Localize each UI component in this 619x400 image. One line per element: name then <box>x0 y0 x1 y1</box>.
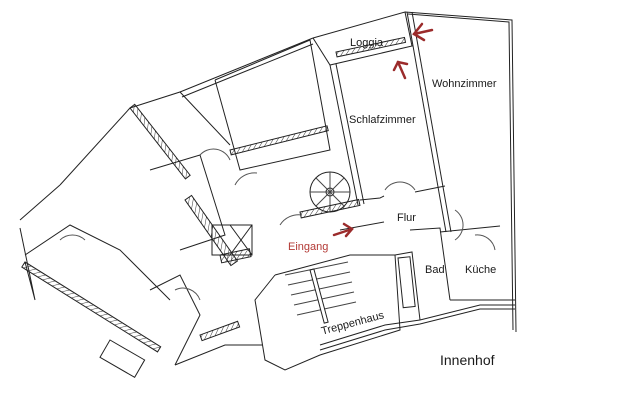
treppenhaus-walls <box>254 254 401 371</box>
arrow-icon <box>332 222 354 238</box>
entrance-label: Eingang <box>288 241 329 253</box>
arrow-icon <box>392 60 409 80</box>
annotation-arrows <box>332 22 434 238</box>
schlafzimmer-walls <box>329 63 446 206</box>
left-unit-walls <box>19 37 331 379</box>
courtyard-label: Innenhof <box>440 352 495 368</box>
room-label-wohnzimmer: Wohnzimmer <box>432 78 497 90</box>
courtyard-facade <box>319 304 515 351</box>
spiral-staircase <box>299 171 361 219</box>
room-label-loggia: Loggia <box>350 37 384 49</box>
arrow-icon <box>412 22 434 42</box>
wohnzimmer-walls <box>404 11 517 333</box>
room-label-schlafzimmer: Schlafzimmer <box>349 114 416 126</box>
door-swings <box>59 148 496 301</box>
room-label-bad: Bad <box>425 264 445 276</box>
loggia-walls <box>312 11 413 66</box>
room-label-kueche: Küche <box>465 264 497 276</box>
room-label-flur: Flur <box>397 212 416 224</box>
flur-walls <box>339 221 515 321</box>
